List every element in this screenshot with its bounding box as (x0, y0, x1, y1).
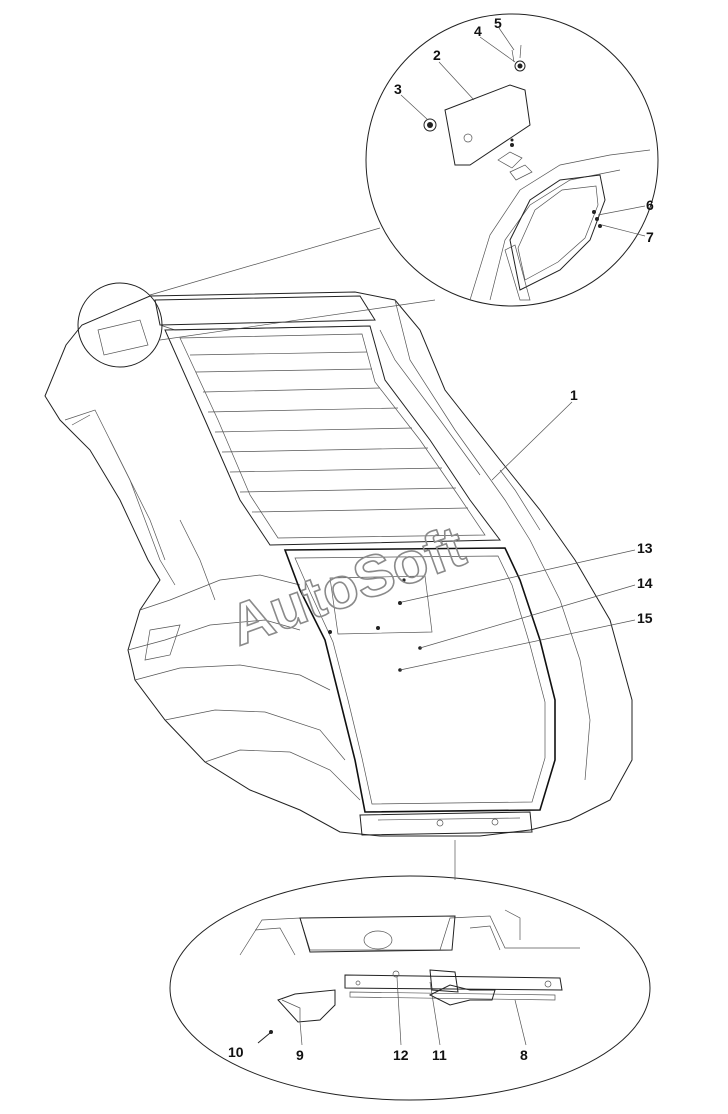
louver-slats (189, 351, 469, 513)
detail-view-bottom (169, 840, 651, 1101)
callout-7: 7 (646, 229, 654, 245)
detail-view-top (77, 13, 659, 368)
callout-5: 5 (494, 15, 502, 31)
callout-9: 9 (296, 1047, 304, 1063)
callout-12: 12 (393, 1047, 409, 1063)
callout-15: 15 (637, 610, 653, 626)
main-assembly (44, 291, 633, 837)
callout-14: 14 (637, 575, 653, 591)
callout-10: 10 (228, 1044, 244, 1060)
leader-lines (299, 27, 646, 1046)
callout-1: 1 (570, 387, 578, 403)
callout-11: 11 (432, 1047, 447, 1063)
callout-labels: 1 2 3 4 5 6 7 8 9 10 11 12 13 14 15 (228, 15, 654, 1063)
callout-8: 8 (520, 1047, 528, 1063)
watermark-text: AutoSoft (221, 513, 473, 658)
callout-6: 6 (646, 197, 654, 213)
callout-13: 13 (637, 540, 653, 556)
callout-4: 4 (474, 23, 482, 39)
callout-3: 3 (394, 81, 402, 97)
callout-2: 2 (433, 47, 441, 63)
